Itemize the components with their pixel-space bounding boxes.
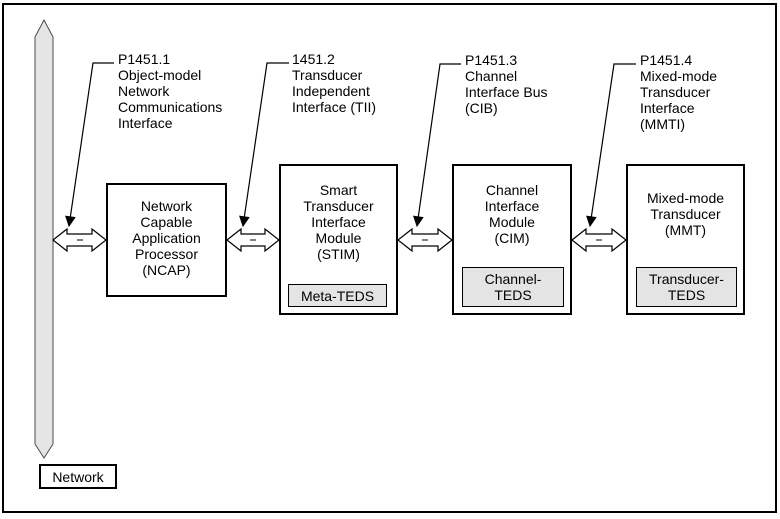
module-text-line: Transducer — [650, 206, 721, 222]
teds-box-channel: Channel- TEDS — [462, 267, 564, 307]
label-line: P1451.1 — [118, 51, 171, 67]
leader-arrow-p1451-1 — [65, 62, 114, 228]
module-text-line: Mixed-mode — [646, 190, 725, 206]
label-line: Network — [118, 83, 170, 99]
interface-label-p1451-1: P1451.1 Object-model Network Communicati… — [118, 51, 222, 131]
label-line: 1451.2 — [292, 51, 335, 67]
label-line: P1451.4 — [640, 52, 693, 68]
module-text-line: (STIM) — [317, 246, 360, 262]
leader-arrow-1451-2 — [239, 62, 289, 228]
label-line: Object-model — [118, 67, 202, 83]
network-label-box: Network — [39, 464, 117, 489]
module-text-line: Application — [132, 230, 201, 246]
label-line: Transducer — [292, 67, 363, 83]
teds-box-meta: Meta-TEDS — [288, 284, 387, 307]
module-text-line: Module — [489, 214, 535, 230]
module-text-line: Network — [140, 198, 193, 214]
label-line: (MMTI) — [640, 116, 686, 132]
module-text-line: Module — [315, 230, 362, 246]
label-line: P1451.3 — [465, 52, 518, 68]
module-text-line: (CIM) — [494, 230, 530, 246]
module-text-line: Interface — [311, 214, 366, 230]
label-line: (CIB) — [465, 100, 498, 116]
teds-text-line: Channel- — [484, 271, 542, 287]
interface-label-1451-2: 1451.2 Transducer Independent Interface … — [292, 51, 376, 115]
module-box-cim: Channel Interface Module (CIM) Channel- … — [452, 164, 572, 315]
label-line: Mixed-mode — [640, 68, 718, 84]
teds-text-line: Meta-TEDS — [300, 287, 375, 304]
module-text-line: Capable — [140, 214, 193, 230]
teds-text-line: TEDS — [667, 287, 706, 303]
module-box-mmt: Mixed-mode Transducer (MMT) Transducer- … — [626, 164, 745, 315]
teds-text-line: Transducer- — [649, 271, 724, 287]
label-line: Interface — [640, 100, 695, 116]
module-text-line: (MMT) — [664, 222, 707, 238]
interface-label-p1451-4: P1451.4 Mixed-mode Transducer Interface … — [640, 52, 717, 132]
diagram-border — [2, 3, 777, 513]
module-text-line: Processor — [134, 246, 199, 262]
module-box-stim: Smart Transducer Interface Module (STIM)… — [279, 164, 398, 315]
teds-text-line: TEDS — [494, 287, 532, 303]
label-line: Channel — [465, 68, 518, 84]
label-line: Independent — [292, 83, 370, 99]
module-text-line: Interface — [484, 198, 540, 214]
label-line: Interface — [118, 115, 173, 131]
label-line: Communications — [118, 99, 223, 115]
module-box-ncap: Network Capable Application Processor (N… — [106, 183, 227, 297]
teds-box-transducer: Transducer- TEDS — [636, 267, 737, 307]
label-line: Interface Bus — [465, 84, 548, 100]
interface-label-p1451-3: P1451.3 Channel Interface Bus (CIB) — [465, 52, 548, 116]
leader-arrow-p1451-4 — [586, 63, 636, 228]
label-line: Transducer — [640, 84, 711, 100]
label-line: Interface (TII) — [292, 99, 377, 115]
module-text-line: Transducer — [303, 198, 374, 214]
network-bus-arrow — [34, 18, 54, 459]
module-text-line: (NCAP) — [142, 262, 191, 278]
module-text-line: Channel — [485, 182, 539, 198]
network-label: Network — [52, 468, 104, 485]
module-text-line: Smart — [319, 182, 358, 198]
leader-arrow-p1451-3 — [413, 63, 461, 228]
